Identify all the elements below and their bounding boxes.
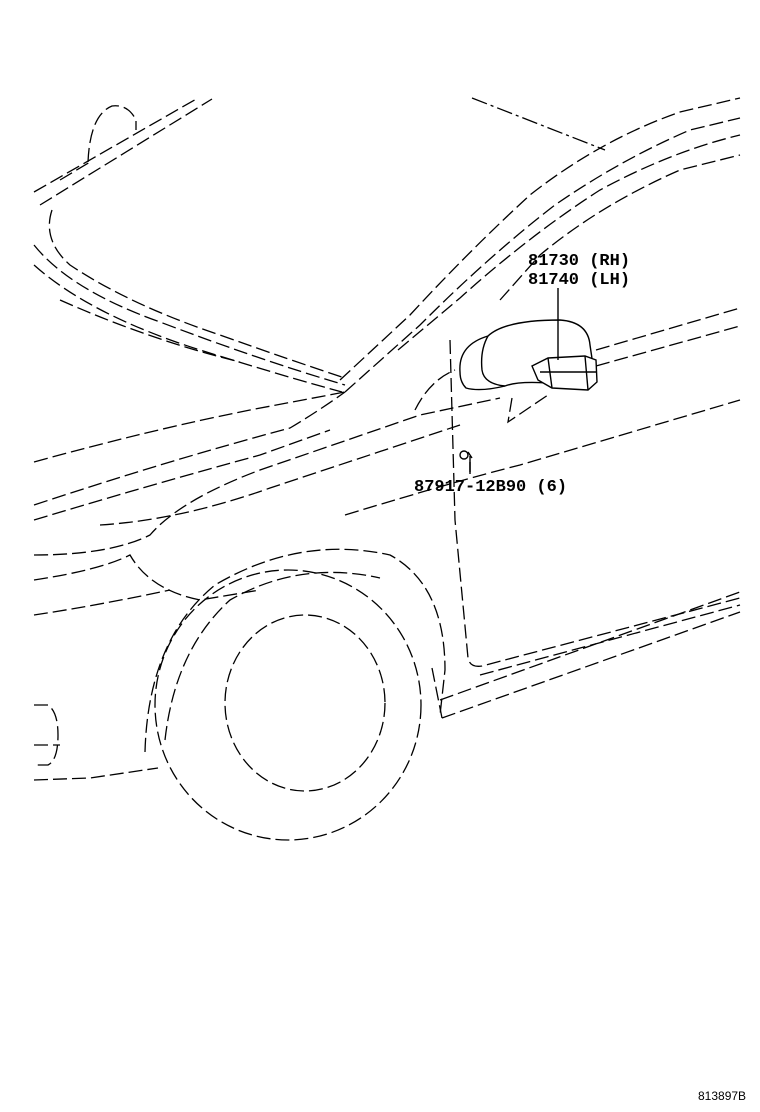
hood-top-line-2: [39, 98, 213, 206]
callout-81740-lh: 81740 (LH): [528, 271, 630, 290]
callout-81730-rh: 81730 (RH): [528, 252, 630, 271]
a-pillar-inner-2: [397, 134, 741, 351]
outside-mirror-bracket-detail: [540, 355, 596, 391]
fog-lamp-outline: [34, 704, 59, 766]
wheel-arch-inner: [164, 571, 381, 741]
belt-line-lower: [595, 325, 741, 367]
roof-centerline: [471, 97, 606, 151]
wheel-arch-outer: [144, 548, 446, 753]
cowl-line-1: [33, 244, 346, 386]
door-front-edge: [449, 339, 741, 667]
hood-front-line-2: [33, 391, 346, 506]
a-pillar-outer: [339, 97, 741, 381]
door-lower-line: [479, 604, 741, 676]
bumper-lower-line: [33, 767, 159, 781]
door-glass-top: [499, 154, 741, 301]
interior-mirror-outline: [87, 105, 137, 163]
illustration-code: 813897B: [698, 1089, 746, 1103]
windshield-lower-edge: [48, 209, 346, 379]
rim-outline: [224, 614, 386, 792]
mirror-mount-dashdot: [414, 369, 456, 411]
hood-top-line-1: [33, 97, 199, 193]
fender-top-line: [33, 397, 501, 556]
rocker-lower: [441, 611, 741, 719]
hood-front-line-3: [33, 429, 331, 521]
hood-top-line-3: [59, 161, 91, 181]
headlight-edge: [33, 554, 261, 601]
tire-outline: [154, 569, 422, 841]
fender-crease: [99, 424, 461, 526]
screw-icon: [459, 450, 473, 472]
cowl-line-3: [59, 299, 241, 363]
belt-line-upper: [595, 307, 741, 351]
outside-mirror-housing-edge: [480, 335, 506, 387]
cowl-line-2: [33, 264, 343, 393]
callout-screw-part-number: 87917-12B90 (6): [414, 478, 567, 497]
mirror-base-dashdot: [507, 394, 549, 424]
door-character-line: [344, 399, 741, 516]
rocker-upper: [439, 591, 741, 701]
bumper-upper-line: [33, 589, 171, 616]
hood-front-line-1: [33, 391, 346, 463]
